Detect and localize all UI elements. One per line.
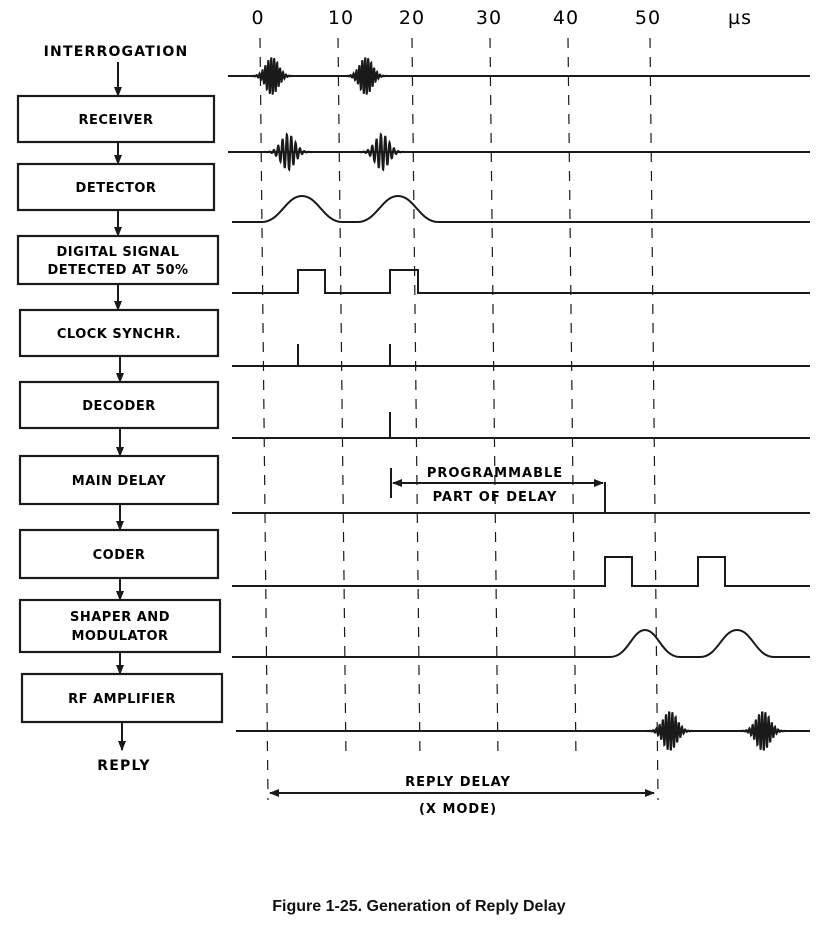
- trace-digital-signal: [232, 269, 810, 294]
- coder-label: CODER: [93, 548, 146, 563]
- stage-shaper-modulator: SHAPER AND MODULATOR: [18, 598, 222, 654]
- decoder-box: [18, 380, 220, 430]
- stage-reply: REPLY: [97, 758, 150, 774]
- receiver-label: RECEIVER: [78, 113, 153, 128]
- stage-main-delay: MAIN DELAY: [18, 454, 220, 506]
- tick-label-30: 30: [476, 7, 502, 29]
- digital-signal-label-line2: DETECTED AT 50%: [47, 263, 188, 278]
- shaper-label-line2: MODULATOR: [71, 629, 168, 644]
- detector-box: [16, 162, 216, 212]
- stage-rf-amplifier: RF AMPLIFIER: [20, 672, 224, 724]
- time-guides: [259, 37, 659, 801]
- trace-rf-amplifier: [236, 711, 810, 751]
- tick-label-10: 10: [328, 7, 354, 29]
- tick-label-0: 0: [251, 7, 264, 29]
- guide-line-30: [489, 37, 499, 761]
- reply-delay-annotation: REPLY DELAY (X MODE): [269, 775, 655, 817]
- digital-signal-box: [16, 234, 220, 286]
- digital-signal-label-line1: DIGITAL SIGNAL: [57, 245, 180, 260]
- trace-receiver: [228, 132, 810, 172]
- tick-label-50: 50: [635, 7, 661, 29]
- trace-main-delay: PROGRAMMABLE PART OF DELAY: [232, 466, 810, 514]
- time-unit-label: µs: [728, 7, 752, 29]
- shaper-modulator-box: [18, 598, 222, 654]
- reply-delay-label-line2: (X MODE): [419, 802, 497, 817]
- trace-interrogation: [228, 57, 810, 95]
- stage-decoder: DECODER: [18, 380, 220, 430]
- rf-amplifier-label: RF AMPLIFIER: [68, 692, 176, 707]
- receiver-box: [16, 94, 216, 144]
- reply-delay-label-line1: REPLY DELAY: [405, 775, 511, 790]
- guide-line-50: [649, 37, 659, 801]
- main-delay-box: [18, 454, 220, 506]
- tick-label-40: 40: [553, 7, 579, 29]
- stage-digital-signal: DIGITAL SIGNAL DETECTED AT 50%: [16, 234, 220, 286]
- guide-line-20: [411, 37, 421, 761]
- shaper-envelope: [232, 628, 810, 658]
- figure-caption: Figure 1-25. Generation of Reply Delay: [272, 898, 566, 915]
- clock-synchr-label: CLOCK SYNCHR.: [57, 327, 181, 342]
- rf-amplifier-box: [20, 672, 224, 724]
- trace-decoder: [232, 412, 810, 439]
- trace-clock-synchr: [232, 344, 810, 367]
- stage-clock-synchr: CLOCK SYNCHR.: [18, 308, 220, 358]
- time-axis: 0 10 20 30 40 50 µs: [251, 7, 752, 29]
- clock-synchr-box: [18, 308, 220, 358]
- digital-pulse-train: [232, 269, 810, 294]
- guide-line-40: [567, 37, 577, 761]
- coder-box: [18, 528, 220, 580]
- stage-coder: CODER: [18, 528, 220, 580]
- coder-pulse-train: [232, 556, 810, 587]
- trace-detector: [232, 194, 810, 223]
- shaper-label-line1: SHAPER AND: [70, 610, 170, 625]
- tick-label-20: 20: [399, 7, 425, 29]
- trace-coder: [232, 556, 810, 587]
- guide-line-10: [337, 37, 347, 761]
- stage-receiver: RECEIVER: [16, 94, 216, 144]
- interrogation-label: INTERROGATION: [44, 44, 189, 60]
- reply-label: REPLY: [97, 758, 150, 774]
- guide-line-0: [259, 37, 269, 801]
- trace-shaper-modulator: [232, 628, 810, 658]
- detector-envelope: [232, 194, 810, 223]
- programmable-label-line2: PART OF DELAY: [433, 490, 558, 505]
- main-delay-label: MAIN DELAY: [72, 474, 167, 489]
- stage-interrogation: INTERROGATION: [44, 44, 189, 60]
- signal-chain-arrows: [114, 62, 126, 751]
- programmable-label-line1: PROGRAMMABLE: [427, 466, 563, 481]
- detector-label: DETECTOR: [76, 181, 157, 196]
- stage-detector: DETECTOR: [16, 162, 216, 212]
- decoder-label: DECODER: [82, 399, 155, 414]
